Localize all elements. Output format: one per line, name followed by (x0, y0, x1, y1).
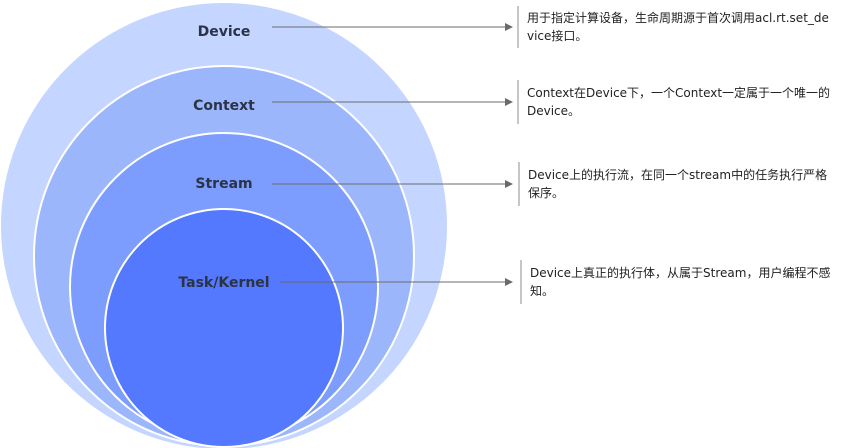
device-label: Device (198, 24, 251, 40)
kernel-label: Task/Kernel (178, 275, 269, 291)
device-description: 用于指定计算设备，生命周期源于首次调用acl.rt.set_device接口。 (527, 11, 829, 43)
context-label: Context (193, 98, 255, 114)
stream-label: Stream (195, 176, 252, 192)
kernel-description: Device上真正的执行体，从属于Stream，用户编程不感知。 (530, 266, 831, 298)
stream-description: Device上的执行流，在同一个stream中的任务执行严格保序。 (528, 168, 828, 200)
context-description: Context在Device下，一个Context一定属于一个唯一的Device… (527, 86, 831, 118)
kernel-circle (104, 208, 344, 448)
